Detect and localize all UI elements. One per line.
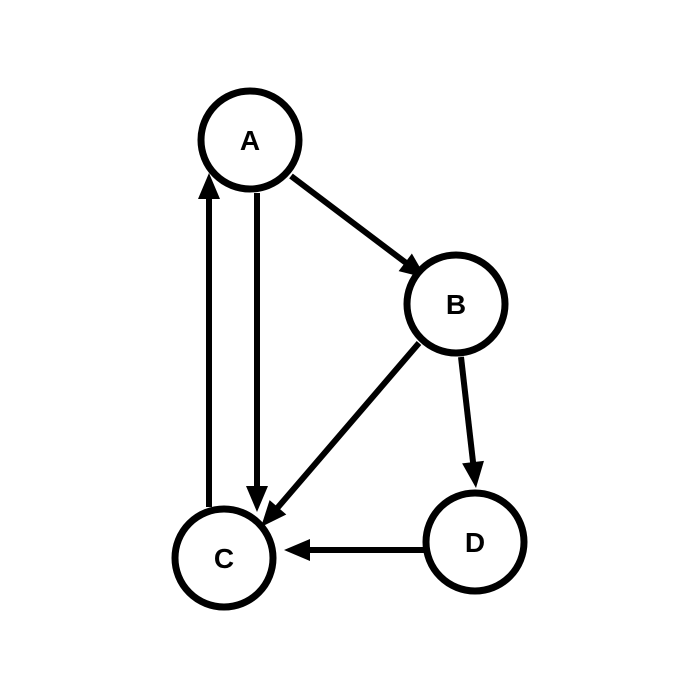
- edge-b-to-c: [261, 341, 422, 527]
- edge-line: [458, 356, 477, 465]
- node-c-label: C: [214, 543, 234, 574]
- node-b-label: B: [446, 289, 466, 320]
- arrowhead-icon: [246, 486, 268, 512]
- edge-b-to-d: [458, 356, 484, 488]
- arrowhead-icon: [198, 173, 220, 199]
- nodes-layer: A B C D: [171, 87, 528, 611]
- node-c[interactable]: C: [171, 505, 277, 611]
- node-c-circle: [171, 505, 277, 611]
- node-d[interactable]: D: [422, 489, 528, 595]
- node-d-label: D: [465, 527, 485, 558]
- arrowhead-icon: [462, 460, 484, 488]
- arrowhead-icon: [284, 539, 310, 561]
- node-a[interactable]: A: [197, 87, 303, 193]
- arrowhead-icon: [261, 500, 287, 527]
- node-b[interactable]: B: [403, 251, 509, 357]
- edges-layer: [198, 173, 484, 561]
- node-b-circle: [403, 251, 509, 357]
- edge-d-to-c: [284, 539, 424, 561]
- edge-line: [289, 173, 409, 266]
- edge-c-to-a: [198, 173, 220, 507]
- edge-a-to-c: [246, 193, 268, 512]
- node-a-circle: [197, 87, 303, 193]
- edge-line: [274, 341, 422, 511]
- node-d-circle: [422, 489, 528, 595]
- node-a-label: A: [240, 125, 260, 156]
